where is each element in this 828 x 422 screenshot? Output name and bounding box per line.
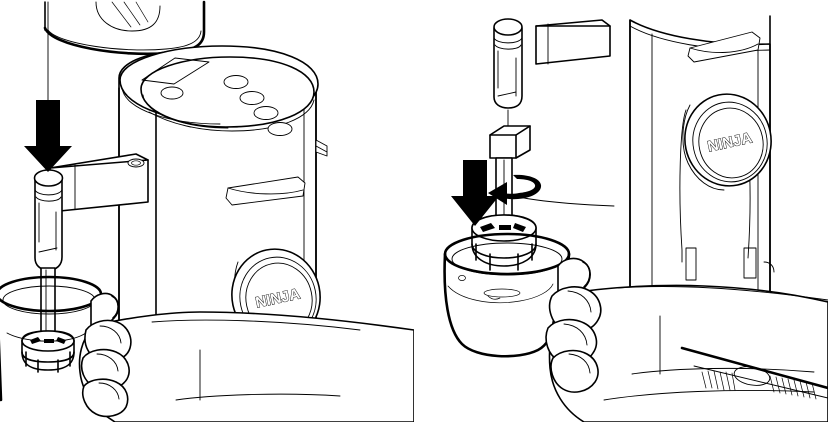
water-reservoir xyxy=(43,0,206,56)
drip-tray-slots xyxy=(701,370,817,400)
ninja-cap-inner xyxy=(692,101,768,183)
ninja-cap: NINJA xyxy=(682,93,772,191)
frother-wand xyxy=(493,18,523,129)
arm-pivot-screw xyxy=(127,158,145,168)
body-handle xyxy=(225,176,306,206)
rotate-arrow xyxy=(488,174,615,207)
panel-right-illustration: NINJA xyxy=(443,15,828,422)
body-handle xyxy=(687,31,761,63)
lid-button-3[interactable] xyxy=(239,91,265,105)
finger-ring xyxy=(81,378,129,418)
panel-right: NINJA xyxy=(414,0,828,422)
hand xyxy=(78,292,414,422)
lid-button-4[interactable] xyxy=(253,106,279,120)
brew-lid xyxy=(119,45,319,132)
push-down-arrow xyxy=(451,160,499,226)
panel-left: NINJA xyxy=(0,0,414,422)
wand-cap xyxy=(33,169,64,187)
panel-left-illustration: NINJA xyxy=(0,0,414,422)
whisk-attachment xyxy=(471,214,537,271)
lid-button-2[interactable] xyxy=(223,75,249,89)
finger-ring xyxy=(550,349,599,393)
whisk-attachment xyxy=(21,330,75,373)
lid-button-1[interactable] xyxy=(160,86,184,100)
drip-tray-boss xyxy=(733,366,771,386)
finger-middle xyxy=(80,348,130,391)
wand-cap xyxy=(493,18,523,36)
lid-button-5[interactable] xyxy=(267,122,293,136)
coupler-collar xyxy=(489,125,531,159)
push-down-arrow xyxy=(24,1,72,172)
drip-tray xyxy=(680,346,828,400)
frother-arm xyxy=(49,153,149,213)
frother-arm xyxy=(535,19,611,65)
frother-wand xyxy=(33,169,64,346)
lid-buttons[interactable] xyxy=(160,75,293,136)
